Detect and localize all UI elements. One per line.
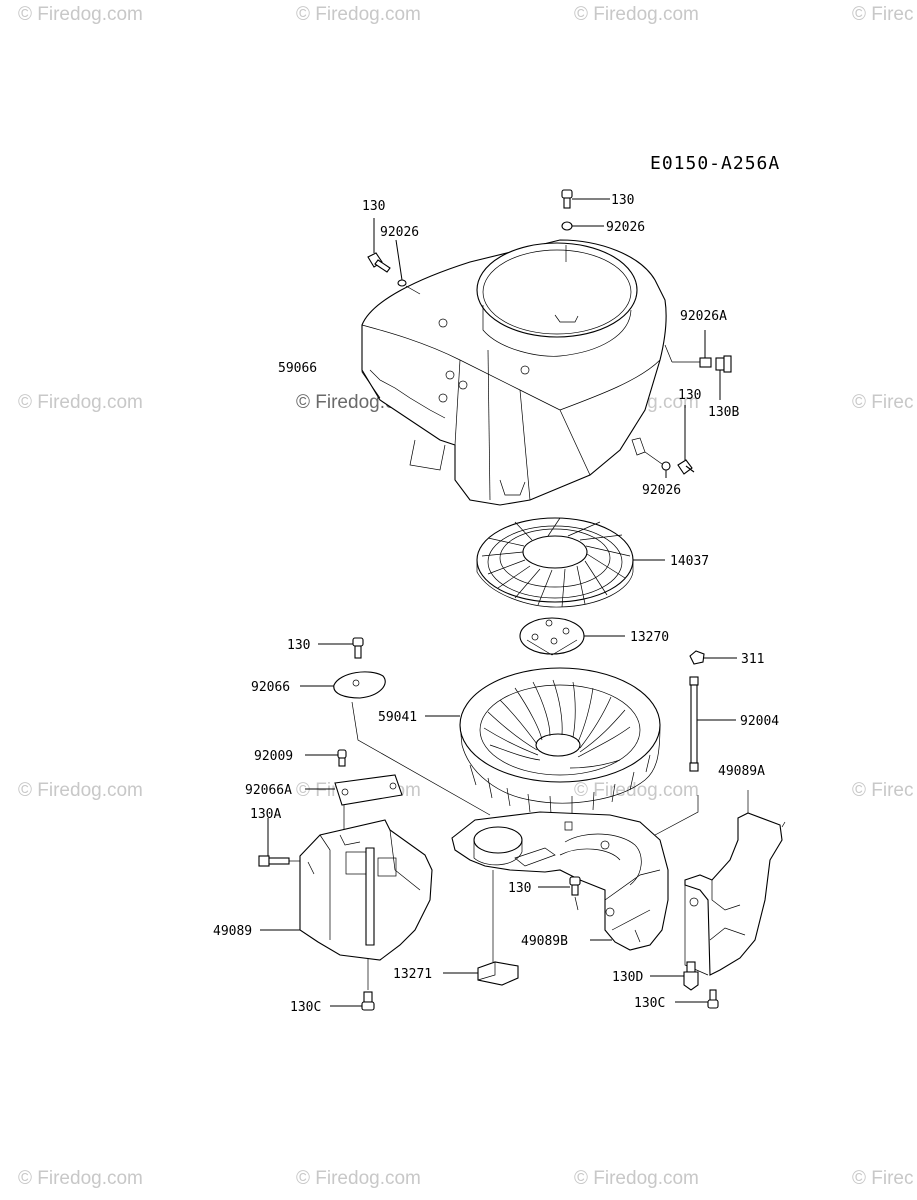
bolt-130-right[interactable] <box>677 405 695 475</box>
bolt-130C-left[interactable] <box>330 958 375 1011</box>
bolt-130-mid[interactable] <box>318 637 364 659</box>
bolt-130D[interactable] <box>650 961 699 991</box>
label-92026-left: 92026 <box>380 225 420 240</box>
watermark: © Firedog.com <box>574 4 699 25</box>
screw-92009[interactable] <box>305 749 347 767</box>
label-130-right: 130 <box>678 388 702 403</box>
label-92066A: 92066A <box>245 783 292 798</box>
label-49089: 49089 <box>213 924 253 939</box>
nut-311[interactable] <box>689 650 737 665</box>
bolt-130-lower[interactable] <box>538 876 581 911</box>
blower-housing-59066[interactable] <box>361 239 673 506</box>
label-130-left: 130 <box>362 199 386 214</box>
bolt-130-left[interactable] <box>367 218 391 273</box>
bolt-130A[interactable] <box>258 818 300 867</box>
watermark: © Firec <box>852 1168 914 1189</box>
label-49089B: 49089B <box>521 934 568 949</box>
washer-92026-left[interactable] <box>395 239 421 295</box>
plate-92066A[interactable] <box>305 774 403 840</box>
label-92026-right: 92026 <box>642 483 682 498</box>
label-92009: 92009 <box>254 749 294 764</box>
label-49089A: 49089A <box>718 764 765 779</box>
label-130C-right: 130C <box>634 996 666 1011</box>
watermark: © Firedog.com <box>18 1168 143 1189</box>
washer-92026-top[interactable] <box>561 221 604 231</box>
watermark: © Firedog.com <box>18 4 143 25</box>
label-130A: 130A <box>250 807 282 822</box>
washer-92066[interactable] <box>300 671 491 816</box>
label-130B: 130B <box>708 405 740 420</box>
label-13271: 13271 <box>393 967 433 982</box>
washer-92026-right[interactable] <box>644 451 671 478</box>
watermark: © Firedog.com <box>574 1168 699 1189</box>
watermark: © Firedog.com <box>18 392 143 413</box>
label-130-mid: 130 <box>287 638 311 653</box>
label-92026-top: 92026 <box>606 220 646 235</box>
watermark: © Firedog.com <box>296 4 421 25</box>
label-130C-left: 130C <box>290 1000 322 1015</box>
shroud-49089[interactable] <box>260 819 433 961</box>
collar-92026A[interactable] <box>672 330 712 368</box>
label-59041: 59041 <box>378 710 418 725</box>
bolt-130B[interactable] <box>715 355 732 400</box>
label-130-top: 130 <box>611 193 635 208</box>
watermark: © Firedog.com <box>574 780 699 801</box>
watermark: © Firec <box>852 392 914 413</box>
diagram-code: E0150-A256A <box>650 153 781 174</box>
label-130D: 130D <box>612 970 644 985</box>
cooling-fan-59041[interactable] <box>425 667 661 815</box>
label-92004: 92004 <box>740 714 780 729</box>
label-14037: 14037 <box>670 554 710 569</box>
shroud-49089A[interactable] <box>684 790 786 976</box>
watermark: © Firedog.com <box>18 780 143 801</box>
stud-92004[interactable] <box>689 676 736 772</box>
bracket-13271[interactable] <box>443 870 519 986</box>
shroud-49089B[interactable] <box>451 795 699 951</box>
bolt-130-top[interactable] <box>561 189 610 209</box>
bolt-130C-right[interactable] <box>675 989 719 1009</box>
fan-screen-14037[interactable] <box>476 517 665 608</box>
label-13270: 13270 <box>630 630 670 645</box>
label-92066: 92066 <box>251 680 291 695</box>
label-92026A: 92026A <box>680 309 727 324</box>
watermark: © Firec <box>852 4 914 25</box>
label-311: 311 <box>741 652 765 667</box>
label-130-lower: 130 <box>508 881 532 896</box>
plate-13270[interactable] <box>519 617 625 656</box>
watermark: © Firec <box>852 780 914 801</box>
watermark: © Firedog.com <box>296 1168 421 1189</box>
label-59066: 59066 <box>278 361 318 376</box>
